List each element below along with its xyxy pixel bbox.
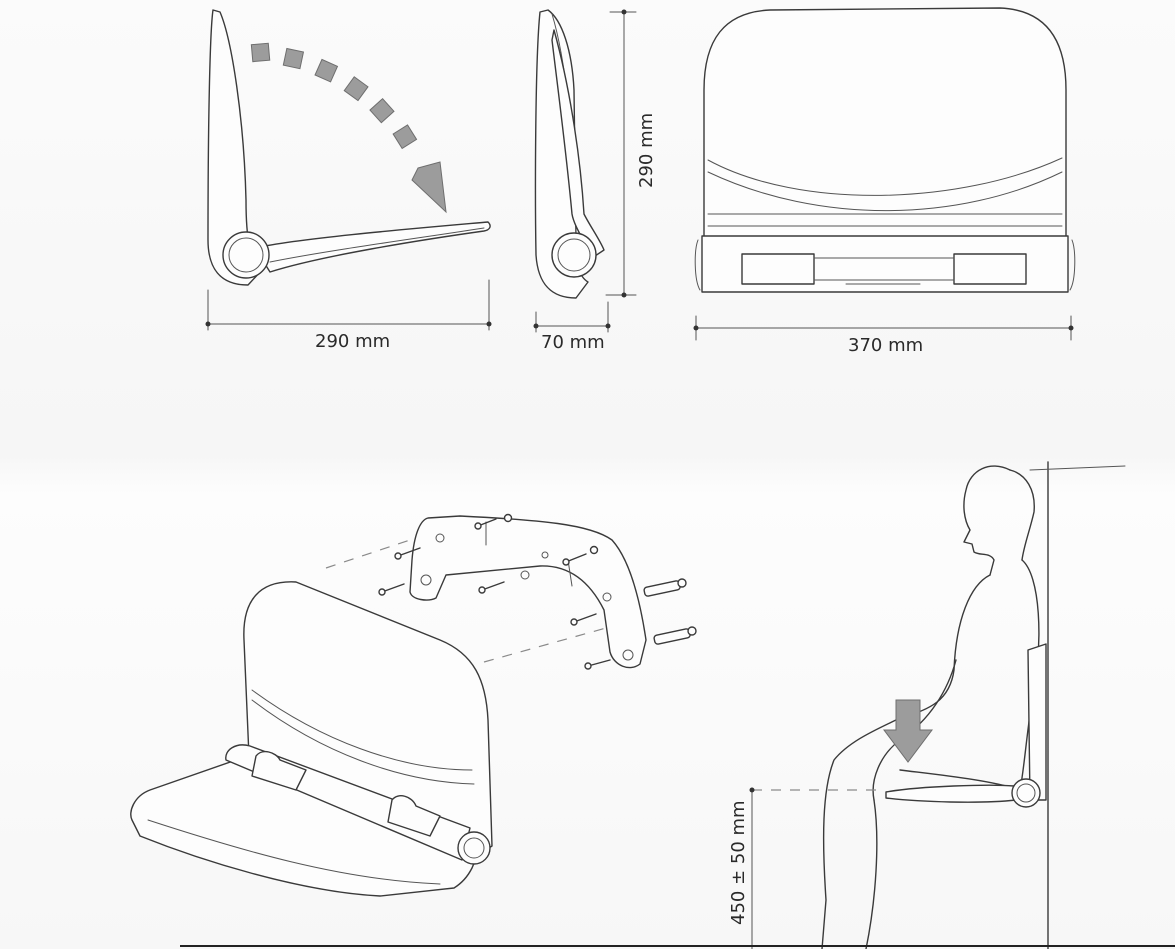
height-label: 290 mm (636, 113, 657, 188)
front-view (694, 7, 1076, 293)
seated-person (821, 465, 1040, 949)
fold-arrow-icon (250, 42, 447, 214)
wall (1029, 461, 1126, 949)
wall-plugs-icon (643, 578, 697, 645)
dimension-width: 370 mm (693, 315, 1074, 356)
fold-depth-label: 290 mm (315, 331, 390, 352)
screws-icon (378, 513, 611, 670)
folded-side-view (534, 9, 605, 299)
seat-isometric (130, 581, 493, 897)
folded-depth-label: 70 mm (541, 332, 605, 353)
width-label: 370 mm (848, 335, 923, 356)
alignment-dashes (325, 539, 607, 663)
dimension-height: 290 mm (605, 9, 657, 298)
dimension-seat-height: 450 ± 50 mm (728, 787, 880, 949)
dimension-fold-depth: 290 mm (205, 279, 492, 352)
seat-height-label: 450 ± 50 mm (728, 800, 749, 925)
fold-side-view (207, 9, 491, 286)
load-arrow-icon (883, 699, 933, 763)
dimension-folded-depth: 70 mm (533, 301, 611, 353)
wall-seat-side (885, 643, 1047, 808)
mounting-bracket (409, 515, 647, 669)
